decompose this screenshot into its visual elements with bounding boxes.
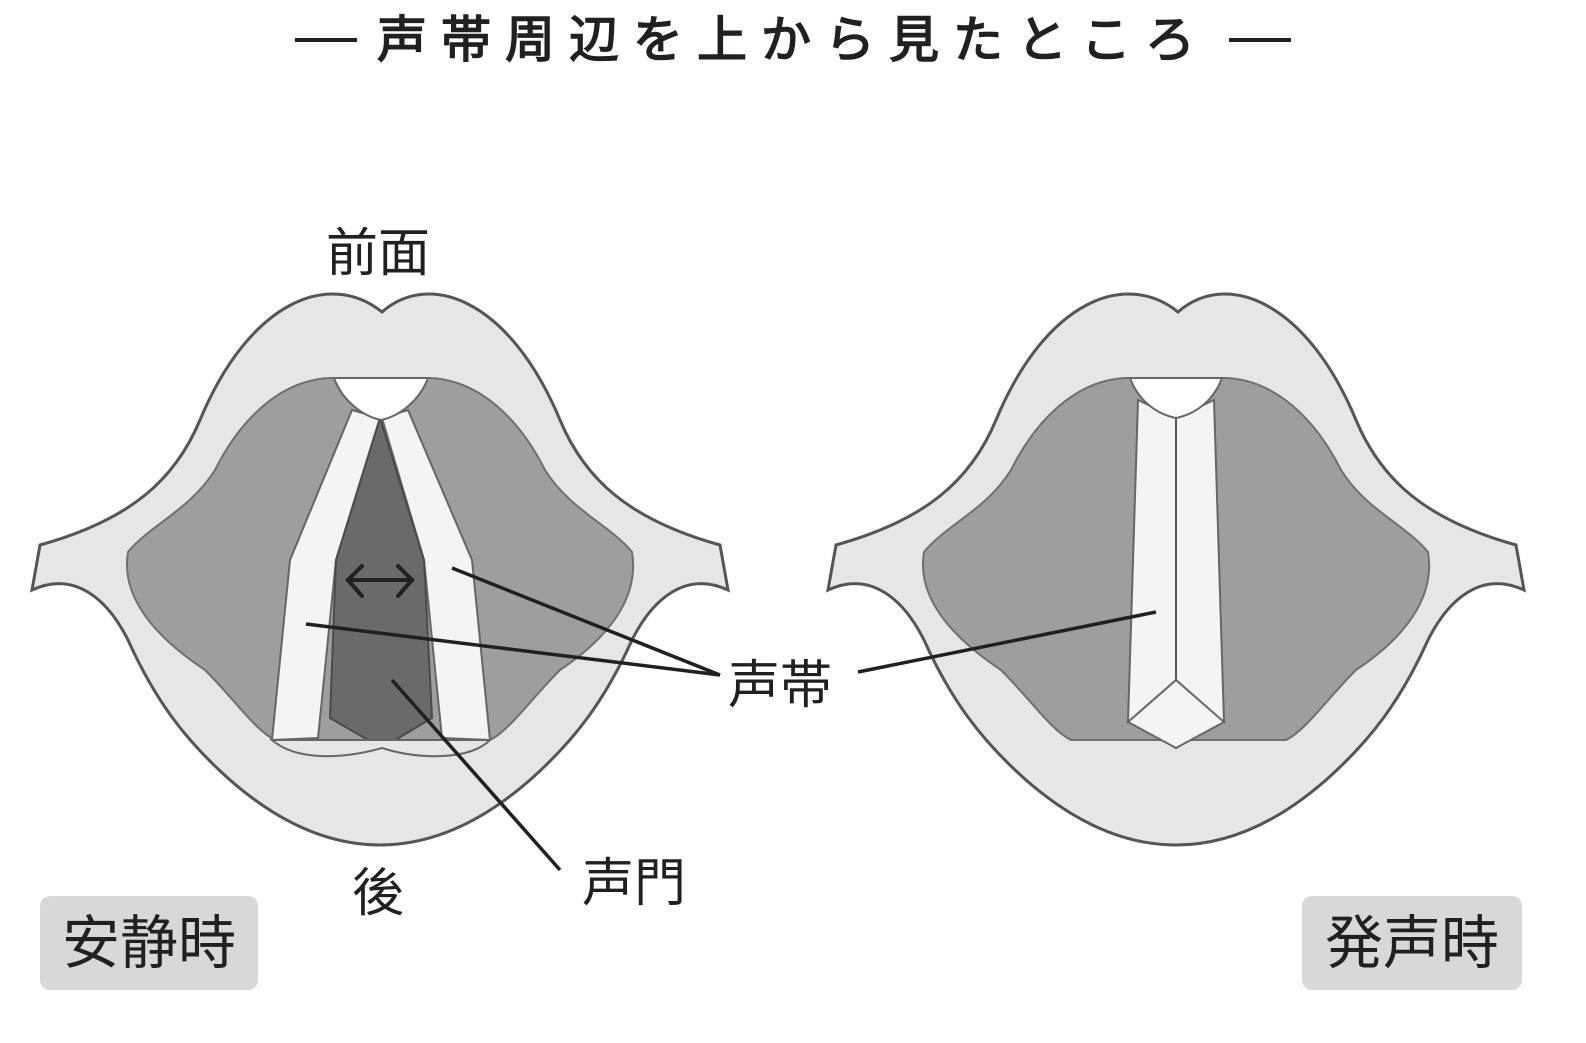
leader-glottis [390,678,562,872]
leader-vocal-cord-phonation [857,610,1157,674]
title-dash-right [1229,38,1291,42]
label-glottis: 声門 [582,854,687,914]
leader-vocal-cord-right-fold [451,566,721,677]
label-vocal-cords: 声帯 [728,656,833,716]
larynx-rest [30,292,730,847]
badge-rest: 安静時 [40,896,258,990]
badge-phonation: 発声時 [1302,896,1522,990]
leader-lines [305,566,1157,872]
label-back: 後 [352,864,405,924]
label-front: 前面 [326,224,431,284]
figure-title: 声帯周辺を上から見たところ [0,0,1586,80]
arytenoid-phonation [1126,678,1226,750]
epiglottis-base-phonation [1128,377,1224,420]
width-arrow [345,564,415,598]
leader-vocal-cord-left-fold [305,622,721,677]
epiglottis-base-rest [332,377,430,422]
larynx-phonation [826,292,1526,847]
arytenoid-rest [269,739,493,758]
title-text: 声帯周辺を上から見たところ [377,11,1209,69]
title-dash-left [295,38,357,42]
